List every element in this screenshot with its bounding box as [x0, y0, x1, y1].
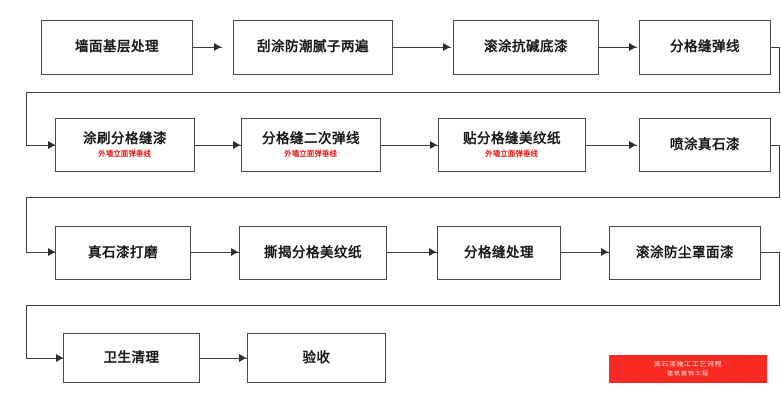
arrowhead-10-11	[429, 247, 436, 256]
node-label: 贴分格缝美纹纸	[463, 130, 561, 147]
connector-2-3	[393, 47, 451, 48]
watermark-line-2: 建筑装饰工程	[666, 370, 709, 377]
wrap-1-in-v	[26, 92, 27, 145]
process-node-10[interactable]: 撕揭分格美纹纸	[239, 226, 387, 280]
arrowhead-5-6	[233, 140, 240, 149]
connector-9-10	[191, 252, 239, 253]
connector-3-4	[599, 47, 637, 48]
wrap-3-out-h	[761, 252, 780, 253]
connector-5-6	[195, 145, 241, 146]
arrowhead-wrap-2	[48, 247, 55, 256]
process-node-8[interactable]: 喷涂真石漆	[639, 118, 771, 172]
arrowhead-11-12	[601, 247, 608, 256]
watermark-line-1: 真石漆施工工艺流程	[653, 360, 723, 368]
wrap-3-in-v	[26, 305, 27, 358]
node-label: 墙面基层处理	[75, 39, 159, 56]
node-label: 滚涂抗碱底漆	[484, 39, 568, 56]
wrap-1-down-v	[779, 47, 780, 92]
wrap-2-in-v	[26, 197, 27, 252]
node-label: 分格缝二次弹线	[262, 130, 360, 147]
wrap-1-enter-h	[26, 145, 55, 146]
connector-6-7	[381, 145, 438, 146]
arrowhead-wrap-1	[48, 140, 55, 149]
wrap-1-out-h	[771, 47, 780, 48]
arrowhead-9-10	[231, 247, 238, 256]
wrap-2-back-h	[26, 197, 780, 198]
node-label: 真石漆打磨	[88, 244, 158, 261]
connector-10-11	[387, 252, 437, 253]
node-label: 分格缝弹线	[670, 39, 740, 56]
wrap-3-back-h	[26, 305, 780, 306]
node-label: 验收	[302, 349, 331, 366]
process-node-13[interactable]: 卫生清理	[63, 333, 200, 383]
process-node-11[interactable]: 分格缝处理	[437, 226, 561, 280]
wrap-2-down-v	[779, 145, 780, 197]
node-note: 外墙立面弹垂线	[284, 148, 338, 158]
process-node-5[interactable]: 涂刷分格缝漆 外墙立面弹垂线	[55, 118, 195, 172]
arrowhead-3-4	[629, 42, 636, 51]
wrap-1-back-h	[26, 92, 780, 93]
wrap-2-enter-h	[26, 252, 55, 253]
connector-7-8	[586, 145, 637, 146]
node-label: 卫生清理	[103, 349, 160, 366]
node-label: 分格缝处理	[464, 244, 534, 261]
node-note: 外墙立面弹垂线	[485, 148, 539, 158]
arrowhead-wrap-3	[56, 353, 63, 362]
node-label: 喷涂真石漆	[670, 136, 740, 153]
node-label: 涂刷分格缝漆	[83, 130, 167, 147]
process-node-6[interactable]: 分格缝二次弹线 外墙立面弹垂线	[241, 118, 381, 172]
arrowhead-2-3	[443, 42, 450, 51]
process-node-4[interactable]: 分格缝弹线	[639, 20, 771, 75]
process-node-14[interactable]: 验收	[247, 333, 386, 383]
process-node-2[interactable]: 刮涂防潮腻子两遍	[233, 20, 393, 75]
process-node-7[interactable]: 贴分格缝美纹纸 外墙立面弹垂线	[438, 118, 586, 172]
process-node-12[interactable]: 滚涂防尘罩面漆	[609, 226, 761, 280]
node-label: 滚涂防尘罩面漆	[636, 244, 734, 261]
arrowhead-13-14	[239, 353, 246, 362]
wrap-3-enter-h	[26, 358, 63, 359]
node-label: 撕揭分格美纹纸	[264, 244, 362, 261]
arrowhead-7-8	[629, 140, 636, 149]
connector-11-12	[561, 252, 609, 253]
node-note: 外墙立面弹垂线	[98, 148, 152, 158]
process-node-9[interactable]: 真石漆打磨	[55, 226, 191, 280]
wrap-3-down-v	[779, 252, 780, 305]
process-node-1[interactable]: 墙面基层处理	[41, 20, 193, 75]
watermark-banner: 真石漆施工工艺流程 建筑装饰工程	[609, 355, 767, 383]
node-label: 刮涂防潮腻子两遍	[257, 39, 369, 56]
wrap-2-out-h	[771, 145, 780, 146]
arrowhead-1-2	[214, 42, 221, 51]
arrowhead-6-7	[430, 140, 437, 149]
connector-1-2	[193, 47, 222, 48]
connector-13-14	[200, 358, 247, 359]
process-node-3[interactable]: 滚涂抗碱底漆	[453, 20, 599, 75]
